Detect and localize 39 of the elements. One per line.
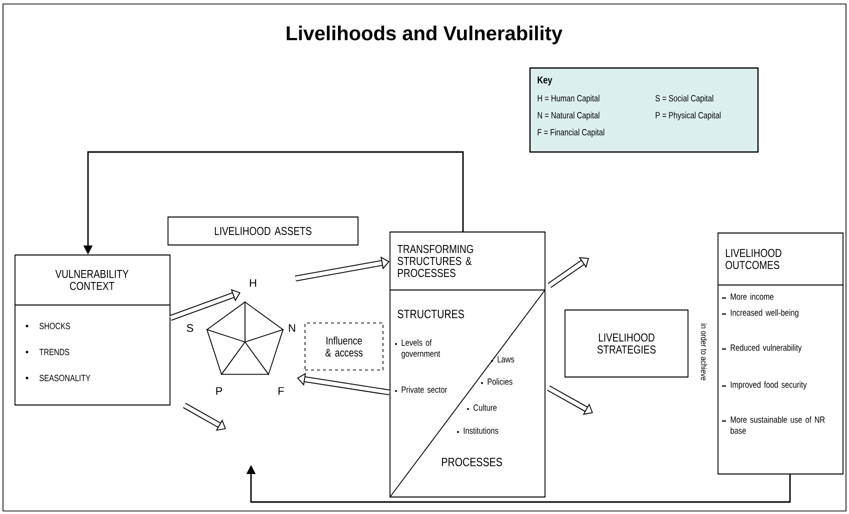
- corner-letter: S: [186, 324, 194, 332]
- box-heading: STRUCTURES: [398, 310, 464, 318]
- bullet-item: More income: [730, 293, 774, 300]
- box-heading: TRANSFORMING STRUCTURES & PROCESSES: [397, 244, 473, 278]
- bullet-item: TRENDS: [39, 348, 70, 356]
- key-entry: F = Financial Capital: [538, 128, 604, 138]
- bullet-item: SEASONALITY: [40, 374, 90, 382]
- key-entry: S = Social Capital: [656, 94, 714, 104]
- key-heading: Key: [538, 76, 552, 86]
- hollow-arrow: [169, 289, 240, 321]
- box-heading: VULNERABILITY CONTEXT: [55, 270, 128, 290]
- bullet-item: Policies: [488, 378, 512, 385]
- bullet-item: Improved food security: [730, 381, 807, 390]
- bullet-item: Reduced vulnerability: [730, 344, 802, 353]
- bullet-item: Private sector: [402, 386, 448, 393]
- vertical-text: in order to achieve: [700, 324, 708, 380]
- bullet-item: Increased well-being: [730, 309, 798, 318]
- bullet-item: Laws: [498, 356, 514, 362]
- hollow-arrow: [183, 402, 226, 431]
- box-text: Influence & access: [325, 336, 363, 357]
- key-entry: N = Natural Capital: [538, 112, 600, 120]
- title: Livelihoods and Vulnerability: [286, 26, 562, 44]
- hollow-arrow: [548, 257, 589, 288]
- bullet-item: Levels of government: [402, 339, 440, 359]
- hollow-arrow: [547, 385, 593, 415]
- box-heading: LIVELIHOOD STRATEGIES: [597, 333, 656, 354]
- bullet-item: SHOCKS: [40, 322, 70, 330]
- corner-letter: H: [250, 279, 256, 287]
- key-entry: H = Human Capital: [538, 94, 600, 104]
- key-entry: P = Physical Capital: [656, 112, 721, 120]
- corner-letter: P: [216, 387, 222, 395]
- corner-letter: F: [278, 387, 284, 395]
- box-heading: LIVELIHOOD ASSETS: [214, 226, 312, 236]
- box-heading: PROCESSES: [442, 458, 502, 466]
- bullet-item: More sustainable use of NR base: [730, 416, 825, 434]
- corner-letter: N: [288, 324, 296, 332]
- bullet-item: Institutions: [464, 427, 498, 434]
- bullet-item: Culture: [474, 404, 497, 411]
- box-heading: LIVELIHOOD OUTCOMES: [726, 248, 782, 270]
